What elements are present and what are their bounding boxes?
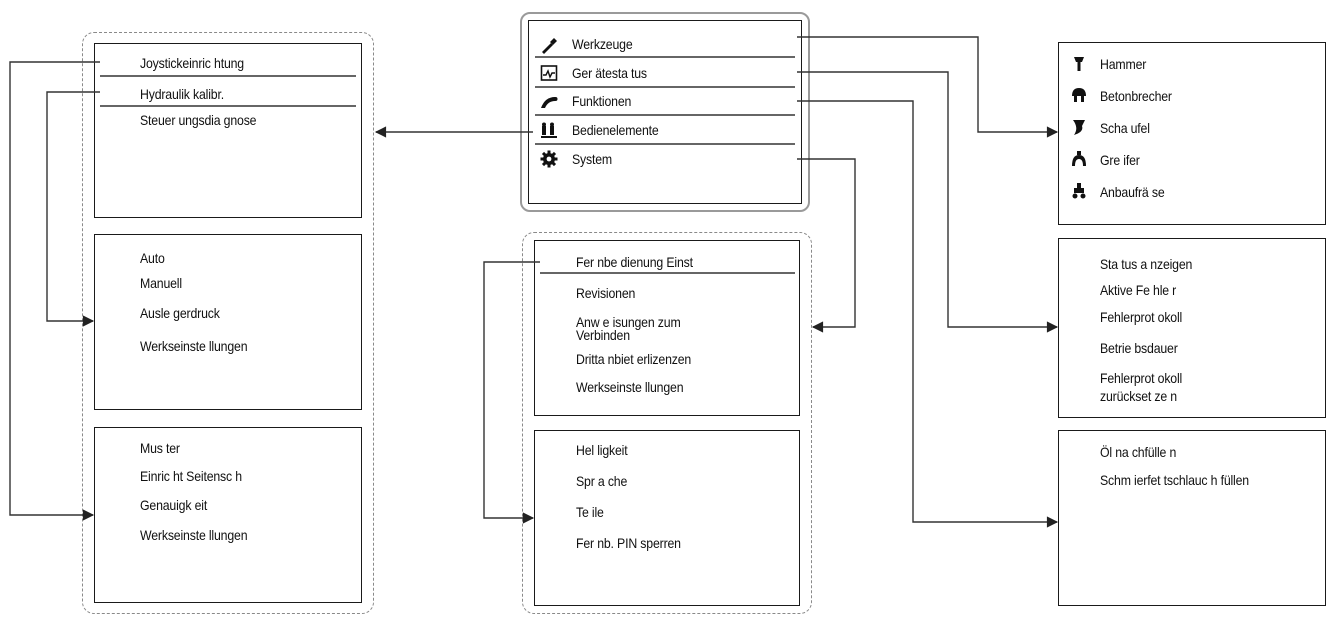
system-item-revisions[interactable]: Revisionen xyxy=(576,285,636,301)
controls-panel-3 xyxy=(94,427,362,603)
connector-status xyxy=(797,71,1059,333)
system-item-language[interactable]: Spr a che xyxy=(576,473,628,489)
tools-item-greifer[interactable]: Gre ifer xyxy=(1100,152,1140,168)
controls-panel-2 xyxy=(94,234,362,410)
controls-item-manual[interactable]: Manuell xyxy=(140,275,182,291)
tools-item-hammer[interactable]: Hammer xyxy=(1100,56,1147,72)
controls-item-pattern[interactable]: Mus ter xyxy=(140,440,180,456)
system-group xyxy=(522,232,812,614)
status-item-show[interactable]: Sta tus a nzeigen xyxy=(1100,256,1193,272)
controls-item-auto[interactable]: Auto xyxy=(140,250,165,266)
main-menu-item-geraetestatus[interactable]: Ger ätesta tus xyxy=(572,65,647,81)
connector-system xyxy=(797,158,856,333)
controls-item-factory-settings-1[interactable]: Werkseinste llungen xyxy=(140,338,248,354)
status-item-reset-error-log[interactable]: Fehlerprot okoll zurückset ze n xyxy=(1100,370,1183,404)
concrete-breaker-icon xyxy=(1072,88,1086,102)
milling-cutter-icon xyxy=(1072,183,1086,199)
bucket-icon xyxy=(1073,120,1085,135)
system-item-connect-instructions[interactable]: Anw e isungen zum Verbinden xyxy=(576,314,681,343)
functions-panel xyxy=(1058,430,1326,606)
system-item-brightness[interactable]: Hel ligkeit xyxy=(576,442,628,458)
controls-item-hydraulic-calibration[interactable]: Hydraulik kalibr. xyxy=(140,86,224,102)
controls-item-boom-pressure[interactable]: Ausle gerdruck xyxy=(140,305,220,321)
tools-item-anbaufraese[interactable]: Anbaufrä se xyxy=(1100,184,1165,200)
system-panel-2 xyxy=(534,430,800,606)
system-item-factory-settings[interactable]: Werkseinste llungen xyxy=(576,379,684,395)
controls-item-joystick-setup[interactable]: Joystickeinric htung xyxy=(140,55,244,71)
controls-item-control-diagnosis[interactable]: Steuer ungsdia gnose xyxy=(140,112,257,128)
tools-item-schaufel[interactable]: Scha ufel xyxy=(1100,120,1150,136)
connector-functions xyxy=(797,100,1059,528)
connector-remote xyxy=(483,261,540,524)
system-item-remote-pin-lock[interactable]: Fer nb. PIN sperren xyxy=(576,535,681,551)
controls-item-side-setup[interactable]: Einric ht Seitensc h xyxy=(140,468,242,484)
function-icon xyxy=(541,97,558,108)
connector-hydraulic xyxy=(46,91,100,327)
status-item-operating-hours[interactable]: Betrie bsdauer xyxy=(1100,340,1178,356)
gear-icon xyxy=(540,150,558,168)
status-item-active-errors[interactable]: Aktive Fe hle r xyxy=(1100,282,1177,298)
functions-item-fill-grease-hose[interactable]: Schm ierfet tschlauc h füllen xyxy=(1100,472,1249,488)
main-menu-frame xyxy=(520,12,810,212)
system-item-parts[interactable]: Te ile xyxy=(576,504,604,520)
connector-joystick xyxy=(9,61,100,521)
main-menu-item-funktionen[interactable]: Funktionen xyxy=(572,93,632,109)
tools-item-betonbrecher[interactable]: Betonbrecher xyxy=(1100,88,1172,104)
wrench-icon xyxy=(542,38,557,54)
controls-panel-1 xyxy=(94,43,362,218)
system-item-third-party-licenses[interactable]: Dritta nbiet erlizenzen xyxy=(576,351,692,367)
device-status-icon xyxy=(540,65,558,81)
controls-item-factory-settings-2[interactable]: Werkseinste llungen xyxy=(140,527,248,543)
controls-item-accuracy[interactable]: Genauigk eit xyxy=(140,497,208,513)
main-menu-item-bedienelemente[interactable]: Bedienelemente xyxy=(572,122,659,138)
controls-group xyxy=(82,32,374,614)
connector-werkzeuge-tools xyxy=(797,36,1059,138)
status-panel xyxy=(1058,238,1326,418)
main-menu-item-werkzeuge[interactable]: Werkzeuge xyxy=(572,36,633,52)
controls-icon xyxy=(541,122,557,138)
tools-panel xyxy=(1058,42,1326,225)
grapple-icon xyxy=(1072,151,1086,166)
main-menu-item-system[interactable]: System xyxy=(572,151,613,167)
status-item-error-log[interactable]: Fehlerprot okoll xyxy=(1100,309,1183,325)
main-menu-screen xyxy=(528,20,802,204)
system-panel-1 xyxy=(534,240,800,416)
system-item-remote-settings[interactable]: Fer nbe dienung Einst xyxy=(576,254,693,270)
hammer-icon xyxy=(1074,57,1084,71)
functions-item-refill-oil[interactable]: Öl na chfülle n xyxy=(1100,444,1177,460)
